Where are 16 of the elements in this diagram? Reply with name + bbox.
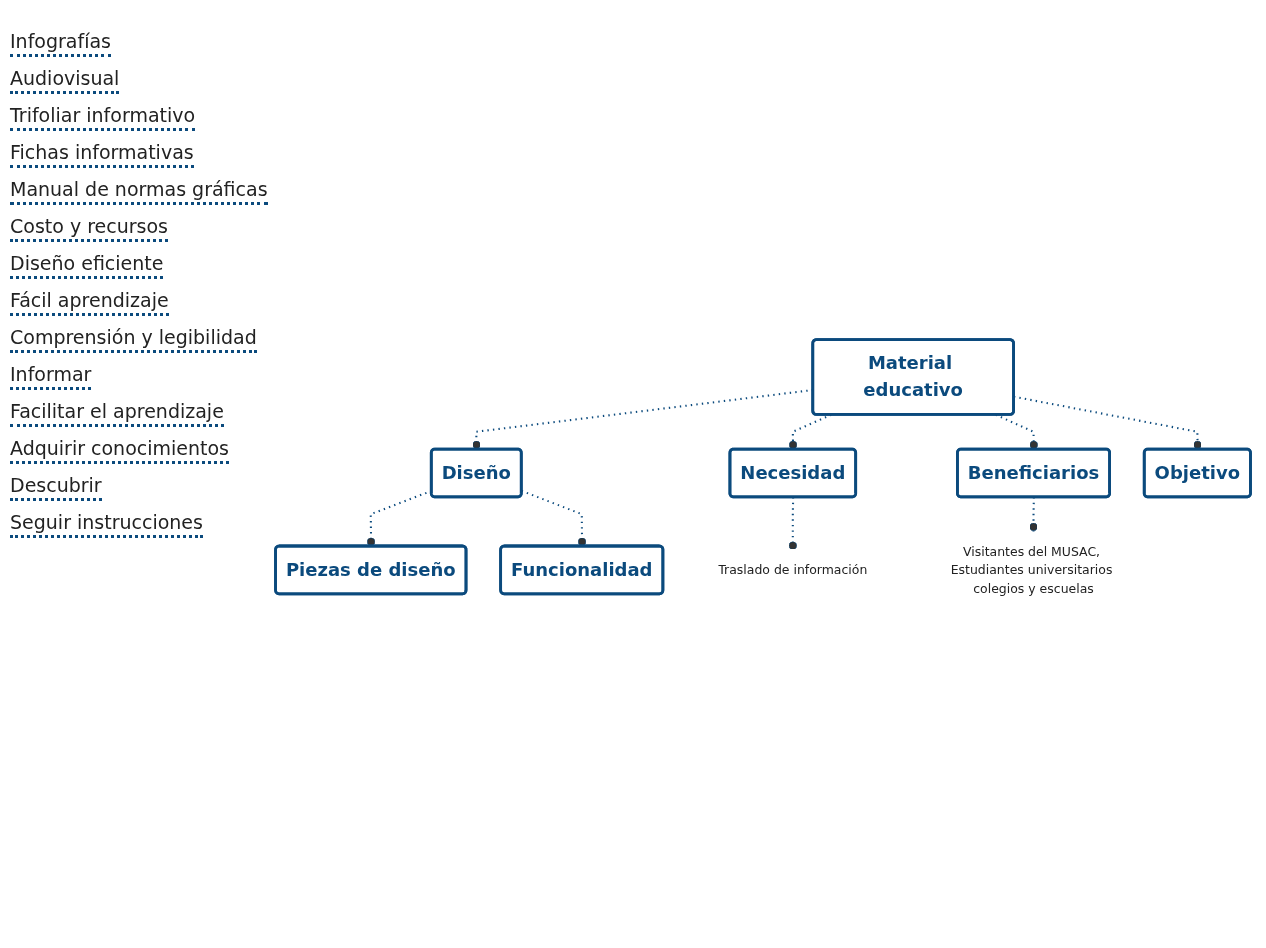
topic-label: Adquirir conocimientos xyxy=(10,437,229,464)
topic-label: Trifoliar informativo xyxy=(10,104,196,131)
topic-label: Descubrir xyxy=(10,474,102,501)
topic-label: Fácil aprendizaje xyxy=(10,289,169,316)
node-text: Traslado de información xyxy=(718,562,868,578)
topic-label: Infografías xyxy=(10,30,111,57)
topic-label: Seguir instrucciones xyxy=(10,511,203,538)
topic-label: Fichas informativas xyxy=(10,141,194,168)
topic-label: Manual de normas gráficas xyxy=(10,178,268,205)
topic-label: Facilitar el aprendizaje xyxy=(10,400,224,427)
topic-label: Audiovisual xyxy=(10,67,120,94)
topic-label: Costo y recursos xyxy=(10,215,168,242)
topic-label: Comprensión y legibilidad xyxy=(10,326,257,353)
topic-label: Informar xyxy=(10,363,92,390)
topic-label: Diseño eficiente xyxy=(10,252,164,279)
node-text: Visitantes del MUSAC, Estudiantes universitarios colegios y escuelas xyxy=(950,543,1113,596)
